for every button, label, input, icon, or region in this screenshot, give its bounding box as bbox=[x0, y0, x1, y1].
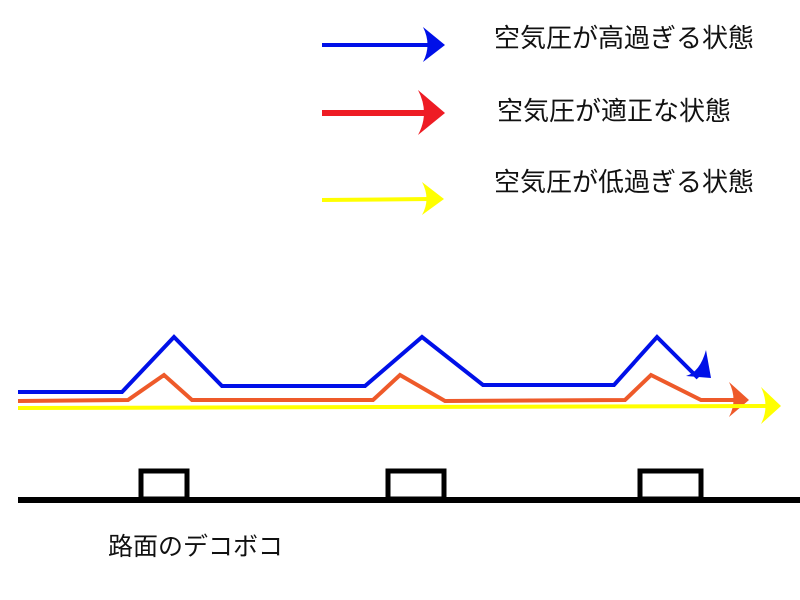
path-low-pressure bbox=[17, 387, 781, 424]
legend-arrow-low bbox=[321, 182, 444, 215]
legend-label-high: 空気圧が高過ぎる状態 bbox=[494, 24, 755, 54]
road-surface bbox=[18, 468, 800, 503]
road-bump bbox=[385, 468, 447, 502]
road-label: 路面のデコボコ bbox=[108, 532, 284, 561]
road-bump bbox=[637, 468, 704, 502]
legend-label-proper: 空気圧が適正な状態 bbox=[497, 97, 732, 127]
road-bump bbox=[138, 468, 190, 502]
legend-arrow-high bbox=[322, 27, 445, 62]
legend-arrow-proper bbox=[322, 90, 445, 135]
path-proper-pressure bbox=[17, 372, 749, 417]
path-high-pressure bbox=[18, 334, 711, 394]
legend-label-low: 空気圧が低過ぎる状態 bbox=[494, 168, 755, 198]
